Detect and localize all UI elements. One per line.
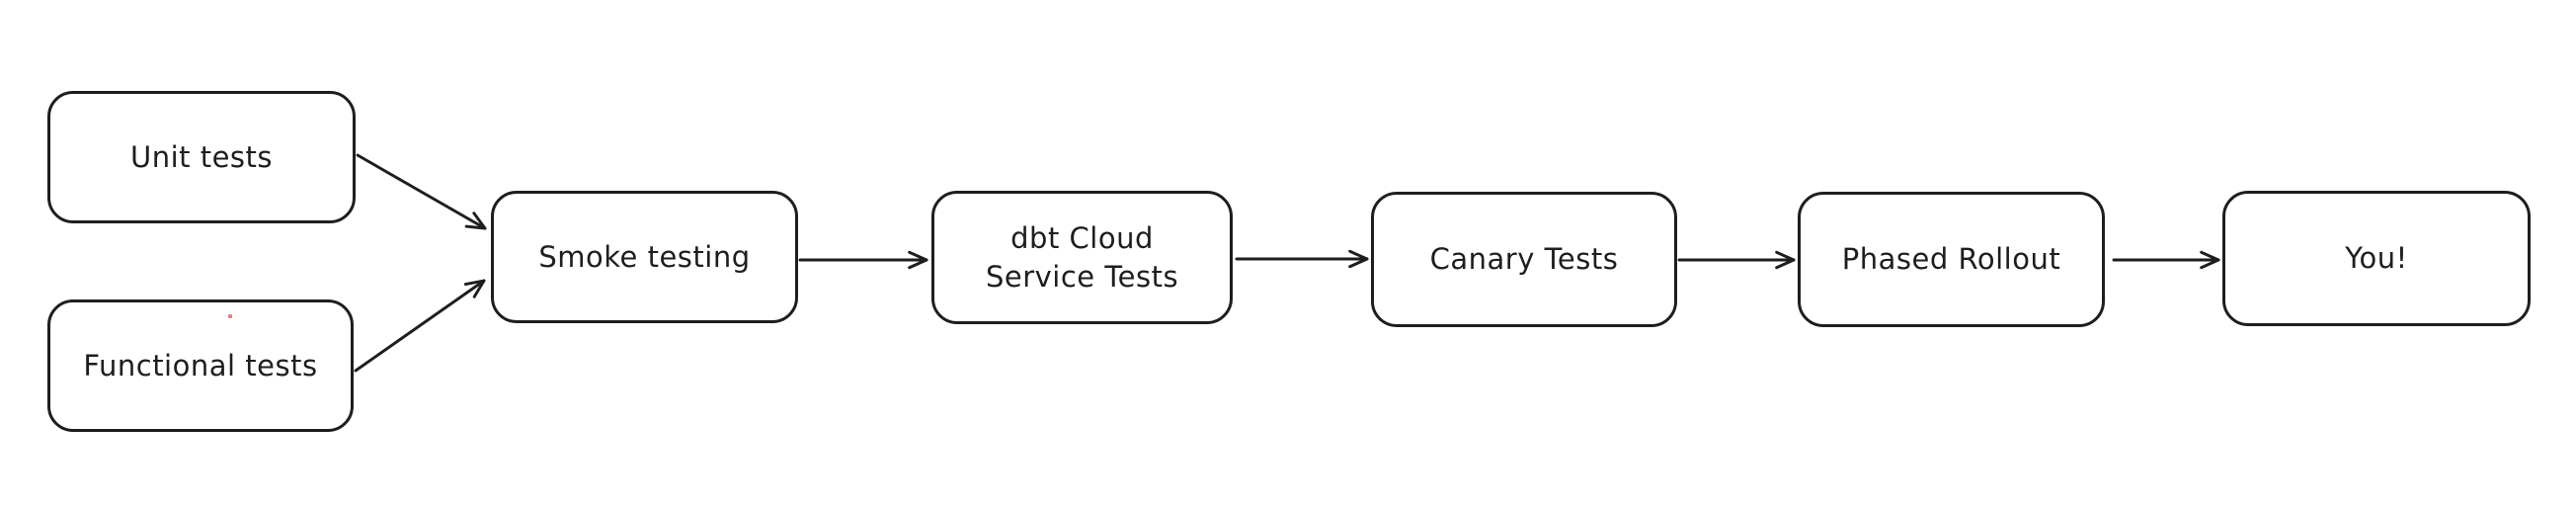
stray-red-dot (228, 314, 232, 318)
node-smoke-testing: Smoke testing (491, 191, 798, 323)
node-dbt-cloud-service-tests: dbt Cloud Service Tests (931, 191, 1233, 324)
node-label: Phased Rollout (1841, 242, 2061, 277)
node-label: Functional tests (83, 348, 318, 382)
node-canary-tests: Canary Tests (1371, 192, 1677, 327)
node-label: dbt Cloud Service Tests (985, 221, 1179, 294)
node-unit-tests: Unit tests (47, 91, 356, 223)
node-phased-rollout: Phased Rollout (1798, 192, 2105, 327)
node-label: Canary Tests (1429, 242, 1619, 277)
node-label: Unit tests (129, 139, 274, 174)
node-you: You! (2222, 191, 2531, 326)
node-label: You! (2345, 241, 2408, 276)
node-label: Smoke testing (538, 239, 751, 274)
node-functional-tests: Functional tests (47, 299, 354, 432)
